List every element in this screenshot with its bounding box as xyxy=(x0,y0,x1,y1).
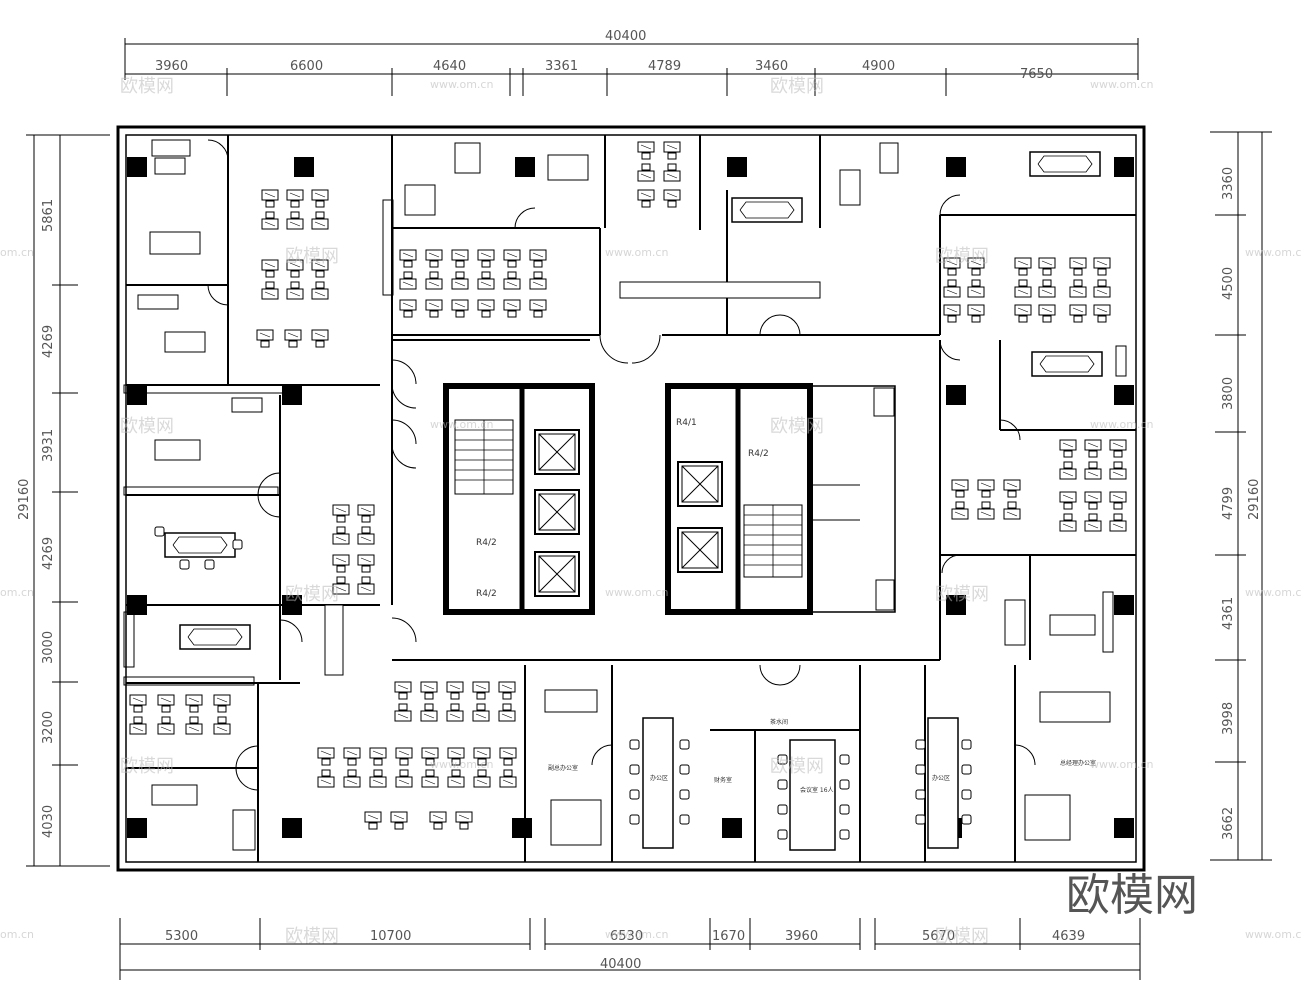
dim-top-seg-8: 7650 xyxy=(1020,67,1053,82)
dim-left-total: 29160 xyxy=(17,479,32,520)
dim-right-seg-1: 3360 xyxy=(1221,167,1236,200)
dim-top-seg-3: 4640 xyxy=(433,59,466,74)
watermark-url-2: www.om.cn xyxy=(1090,78,1153,91)
watermark-10: 欧模网 xyxy=(770,756,824,777)
central-core xyxy=(443,383,896,615)
dim-bottom-seg-5: 3960 xyxy=(785,929,818,944)
watermark-7: 欧模网 xyxy=(285,584,339,605)
watermark-url-10: www.om.cn xyxy=(1245,246,1301,259)
office-furniture xyxy=(137,139,1111,851)
watermark-url-8: www.om.cn xyxy=(1090,758,1153,771)
dim-bottom-seg-3: 6530 xyxy=(610,929,643,944)
watermark-url-6: www.om.cn xyxy=(605,586,668,599)
room-label-a: 财务室 xyxy=(714,776,732,784)
exterior-wall xyxy=(116,125,1146,872)
watermark-2: 欧模网 xyxy=(770,76,824,97)
door-swings xyxy=(207,139,1036,791)
dimension-lines xyxy=(26,38,1272,980)
room-label-f: 总经理办公室 xyxy=(1060,759,1096,767)
watermark-url-1: www.om.cn xyxy=(430,78,493,91)
watermark-url-12: www.om.cn xyxy=(1245,928,1301,941)
stair-label-right-b: R4/2 xyxy=(748,449,769,459)
dim-top-seg-4: 3361 xyxy=(545,59,578,74)
dim-bottom-seg-7: 4639 xyxy=(1052,929,1085,944)
watermark-url-13: om.cn xyxy=(0,246,34,259)
dim-bottom-total: 40400 xyxy=(600,957,641,972)
watermark-url-7: www.om.cn xyxy=(430,758,493,771)
stair-label-left-a: R4/2 xyxy=(476,538,497,548)
watermark-1: 欧模网 xyxy=(120,76,174,97)
dim-top-seg-2: 6600 xyxy=(290,59,323,74)
watermarks: 欧模网 欧模网 欧模网 欧模网 欧模网 欧模网 欧模网 欧模网 欧模网 欧模网 … xyxy=(0,76,1301,947)
stair-label-right-a: R4/1 xyxy=(676,418,697,428)
dim-bottom-seg-6: 5670 xyxy=(922,929,955,944)
dim-left-seg-2: 4269 xyxy=(41,325,56,358)
watermark-8: 欧模网 xyxy=(935,584,989,605)
watermark-3: 欧模网 xyxy=(285,246,339,267)
dim-right-seg-6: 3998 xyxy=(1221,702,1236,735)
watermark-9: 欧模网 xyxy=(120,756,174,777)
dim-top-seg-6: 3460 xyxy=(755,59,788,74)
brand-watermark: 欧模网 xyxy=(1066,870,1198,921)
dim-left-seg-4: 4269 xyxy=(41,537,56,570)
watermark-12: 欧模网 xyxy=(935,926,989,947)
dim-top-total: 40400 xyxy=(605,29,646,44)
meeting-tables xyxy=(154,151,1103,851)
dim-right-total: 29160 xyxy=(1247,479,1262,520)
watermark-url-9: www.om.cn xyxy=(605,928,668,941)
watermark-url-5: www.om.cn xyxy=(1090,418,1153,431)
dim-right-seg-3: 3800 xyxy=(1221,377,1236,410)
dim-bottom-seg-2: 10700 xyxy=(370,929,411,944)
window-sills xyxy=(123,199,1127,686)
dim-top-seg-7: 4900 xyxy=(862,59,895,74)
watermark-url-4: www.om.cn xyxy=(430,418,493,431)
room-label-b: 副总办公室 xyxy=(548,764,578,772)
dim-bottom-seg-1: 5300 xyxy=(165,929,198,944)
room-label-e: 办公区 xyxy=(932,774,950,782)
dim-right-seg-4: 4799 xyxy=(1221,487,1236,520)
dim-left-seg-5: 3000 xyxy=(41,631,56,664)
dim-right-seg-5: 4361 xyxy=(1221,597,1236,630)
watermark-6: 欧模网 xyxy=(770,416,824,437)
dim-right-seg-2: 4500 xyxy=(1221,267,1236,300)
dim-top-seg-5: 4789 xyxy=(648,59,681,74)
dim-right-seg-7: 3662 xyxy=(1221,807,1236,840)
dim-left-seg-6: 3200 xyxy=(41,711,56,744)
room-label-g: 茶水间 xyxy=(770,718,788,726)
dim-left-seg-7: 4030 xyxy=(41,805,56,838)
room-label-d: 会议室 16人 xyxy=(800,786,834,794)
dim-left-seg-3: 3931 xyxy=(41,429,56,462)
stair-label-left-b: R4/2 xyxy=(476,589,497,599)
watermark-url-3: www.om.cn xyxy=(605,246,668,259)
watermark-4: 欧模网 xyxy=(935,246,989,267)
watermark-11: 欧模网 xyxy=(285,926,339,947)
dim-top-seg-1: 3960 xyxy=(155,59,188,74)
watermark-url-15: om.cn xyxy=(0,928,34,941)
dim-bottom-seg-4: 1670 xyxy=(712,929,745,944)
dim-left-seg-1: 5861 xyxy=(41,199,56,232)
watermark-url-14: om.cn xyxy=(0,586,34,599)
room-label-c: 办公区 xyxy=(650,774,668,782)
interior-walls xyxy=(126,135,1136,862)
watermark-5: 欧模网 xyxy=(120,416,174,437)
watermark-url-11: www.om.cn xyxy=(1245,586,1301,599)
